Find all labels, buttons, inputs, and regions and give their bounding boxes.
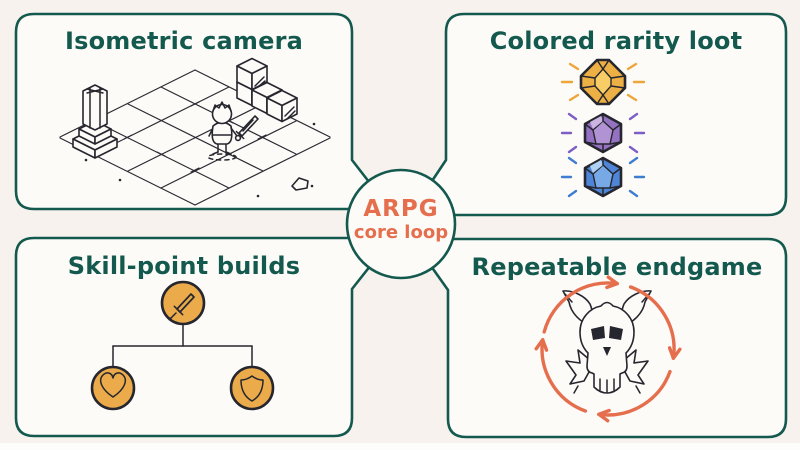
- boss-skull-icon: [562, 290, 652, 394]
- panel-title-skill-point-builds: Skill-point builds: [67, 252, 301, 280]
- boss-loop-illustration: [534, 275, 682, 423]
- hub-subtitle: core loop: [353, 221, 449, 243]
- hero-character-icon: [207, 101, 259, 161]
- hub-circle: [345, 168, 457, 280]
- stone-icon: [291, 177, 309, 191]
- panel-title-colored-rarity-loot: Colored rarity loot: [489, 27, 743, 55]
- purple-gem-icon: [560, 112, 646, 154]
- skill-node-heart: [90, 365, 136, 411]
- panel-title-isometric-camera: Isometric camera: [64, 27, 304, 55]
- bottom-strip: [0, 443, 800, 450]
- panel-isometric-camera: [14, 12, 385, 211]
- hub-title: ARPG: [363, 196, 439, 222]
- sword-icon: [168, 293, 195, 321]
- isometric-scene-illustration: [59, 57, 331, 206]
- cycle-arrows-icon: [534, 275, 682, 423]
- hub-label: ARPG core loop: [341, 196, 461, 243]
- rarity-gems-illustration: [560, 58, 646, 198]
- panel-title-repeatable-endgame: Repeatable endgame: [471, 253, 763, 281]
- stone-blocks-icon: [236, 57, 309, 191]
- pillar-icon: [72, 84, 118, 159]
- blue-gem-icon: [560, 156, 646, 198]
- gold-gem-icon: [560, 58, 646, 106]
- skill-tree-icon: [90, 280, 275, 411]
- skill-node-shield: [229, 365, 275, 411]
- shield-icon: [240, 375, 264, 402]
- heart-icon: [100, 372, 126, 398]
- sword-in-hand-icon: [234, 115, 259, 142]
